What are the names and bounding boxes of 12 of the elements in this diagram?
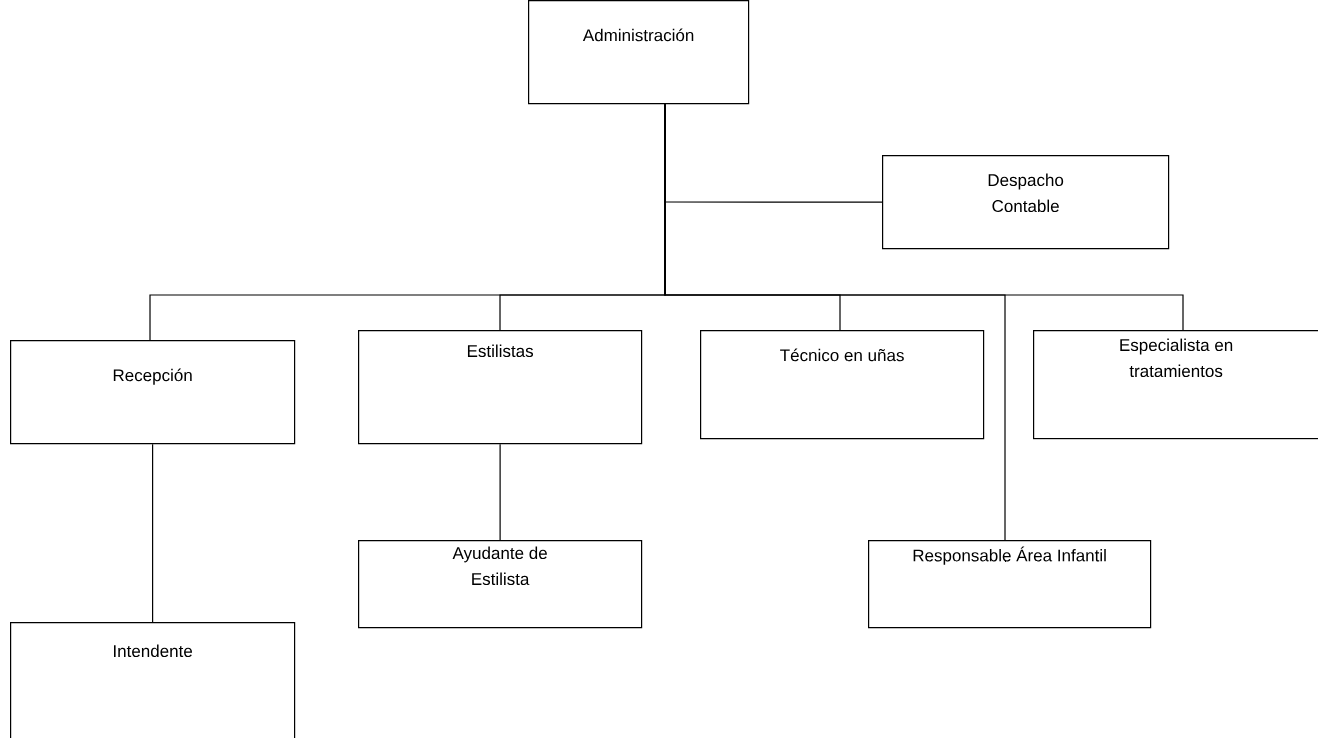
connector-line	[499, 443, 501, 541]
org-box: Despacho Contable	[882, 155, 1170, 250]
org-box: Recepción	[10, 340, 296, 445]
org-box: Técnico en uñas	[700, 330, 985, 440]
org-box: Ayudante de Estilista	[358, 540, 643, 629]
org-box: Estilistas	[358, 330, 643, 445]
connector-line	[152, 443, 154, 623]
org-box: Responsable Área Infantil	[868, 540, 1152, 629]
org-box: Intendente	[10, 622, 296, 738]
org-box: Especialista en tratamientos	[1033, 330, 1318, 440]
org-box: Administración	[528, 0, 750, 105]
connector-line	[664, 103, 1184, 331]
